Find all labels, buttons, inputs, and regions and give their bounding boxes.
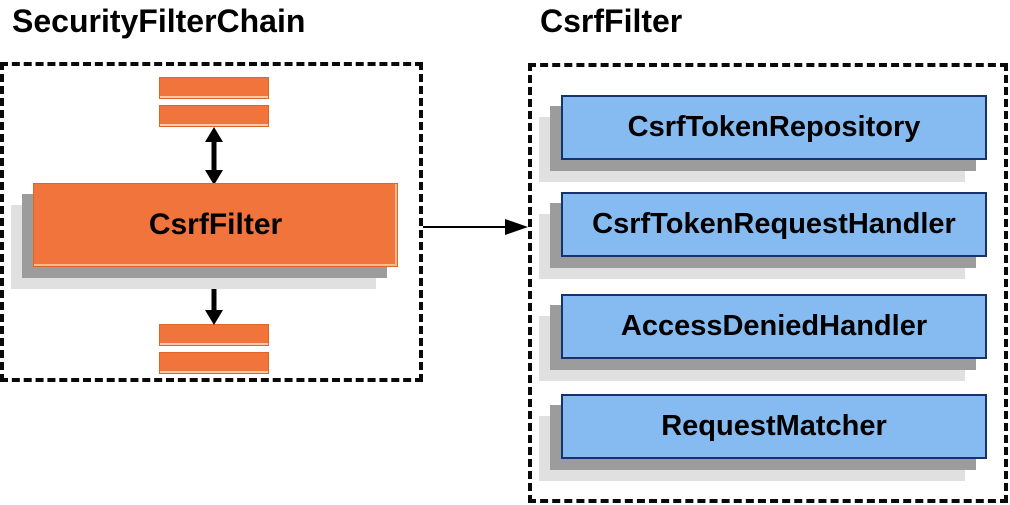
filter-bar [159,352,269,374]
csrf-filter-panel [528,63,1008,503]
right-arrow-icon [423,218,528,236]
csrf-filter-node: CsrfFilter [11,183,398,289]
component-csrf-token-repository: CsrfTokenRepository [539,95,987,182]
left-panel-title: SecurityFilterChain [12,3,306,39]
component-label: RequestMatcher [561,394,987,459]
component-label: CsrfTokenRepository [561,95,987,160]
component-request-matcher: RequestMatcher [539,394,987,481]
right-panel-title: CsrfFilter [540,3,683,39]
filter-bar [159,105,269,127]
component-csrf-token-request-handler: CsrfTokenRequestHandler [539,192,987,279]
filter-bar [159,324,269,346]
component-access-denied-handler: AccessDeniedHandler [539,294,987,381]
filter-bar [159,77,269,99]
component-label: AccessDeniedHandler [561,294,987,359]
component-label: CsrfTokenRequestHandler [561,192,987,257]
csrf-filter-node-label: CsrfFilter [33,183,398,267]
security-filter-chain-panel [0,62,423,382]
double-arrow-icon [203,127,225,185]
